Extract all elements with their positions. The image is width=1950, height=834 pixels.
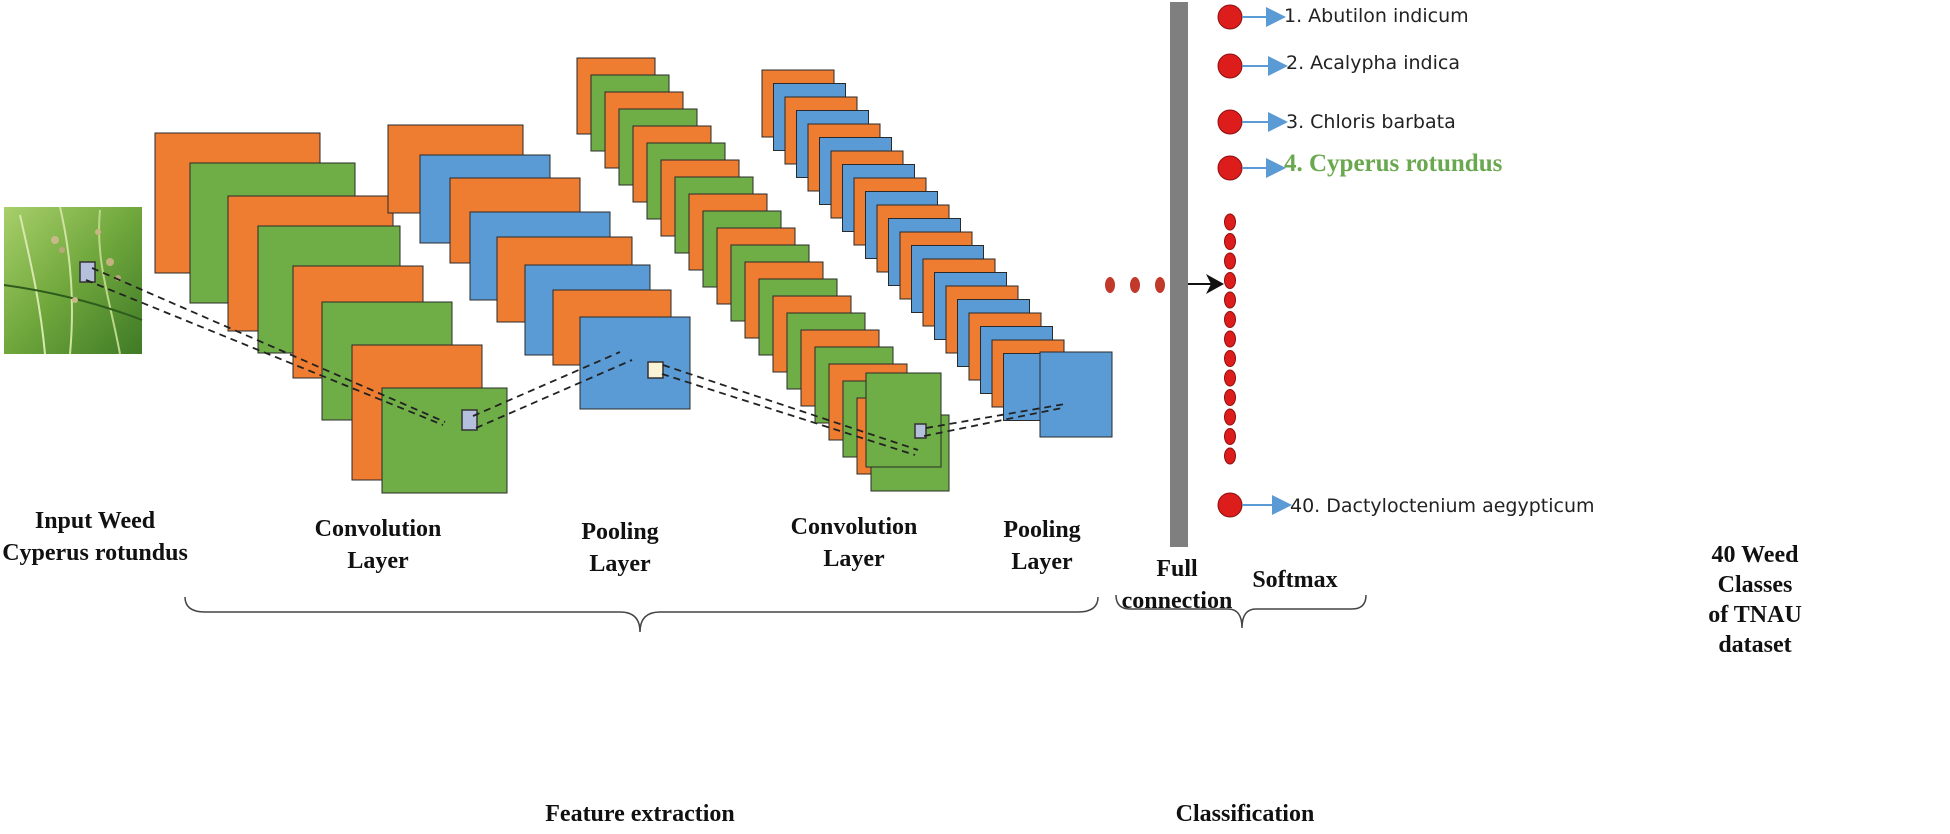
brace-classification — [1115, 594, 1367, 629]
full-connection-bar — [1170, 2, 1188, 547]
softmax-node — [1224, 408, 1236, 426]
softmax-node — [1217, 492, 1243, 518]
ellipsis-dots — [1105, 277, 1165, 293]
conv1-patch — [461, 409, 478, 431]
softmax-node — [1217, 4, 1243, 30]
conv1-feature-map — [381, 387, 508, 494]
input-patch — [79, 261, 96, 283]
softmax-node — [1224, 350, 1236, 367]
softmax-node — [1224, 311, 1236, 328]
projection-lines — [85, 267, 1066, 456]
conv2-feature-map — [865, 372, 942, 468]
softmax-node — [1224, 428, 1236, 445]
softmax-node — [1217, 109, 1243, 135]
softmax-node — [1224, 272, 1236, 289]
softmax-nodes — [1217, 4, 1243, 518]
softmax-node — [1217, 53, 1243, 79]
pool2-feature-map — [1039, 351, 1113, 438]
softmax-node — [1224, 233, 1236, 250]
softmax-node — [1224, 291, 1236, 309]
class-arrows — [1242, 7, 1292, 515]
brace-feature-extraction — [184, 596, 1099, 633]
pool1-patch — [647, 361, 664, 379]
softmax-node — [1224, 369, 1236, 387]
softmax-node — [1224, 252, 1236, 270]
softmax-node — [1224, 447, 1236, 465]
softmax-node — [1224, 389, 1236, 406]
softmax-node — [1224, 330, 1236, 348]
feature-map-stacks — [154, 57, 1113, 494]
softmax-node — [1217, 155, 1243, 181]
softmax-node — [1224, 213, 1236, 231]
conv2-patch — [914, 423, 927, 439]
pool1-feature-map — [579, 316, 691, 410]
input-weed-image — [3, 206, 143, 355]
